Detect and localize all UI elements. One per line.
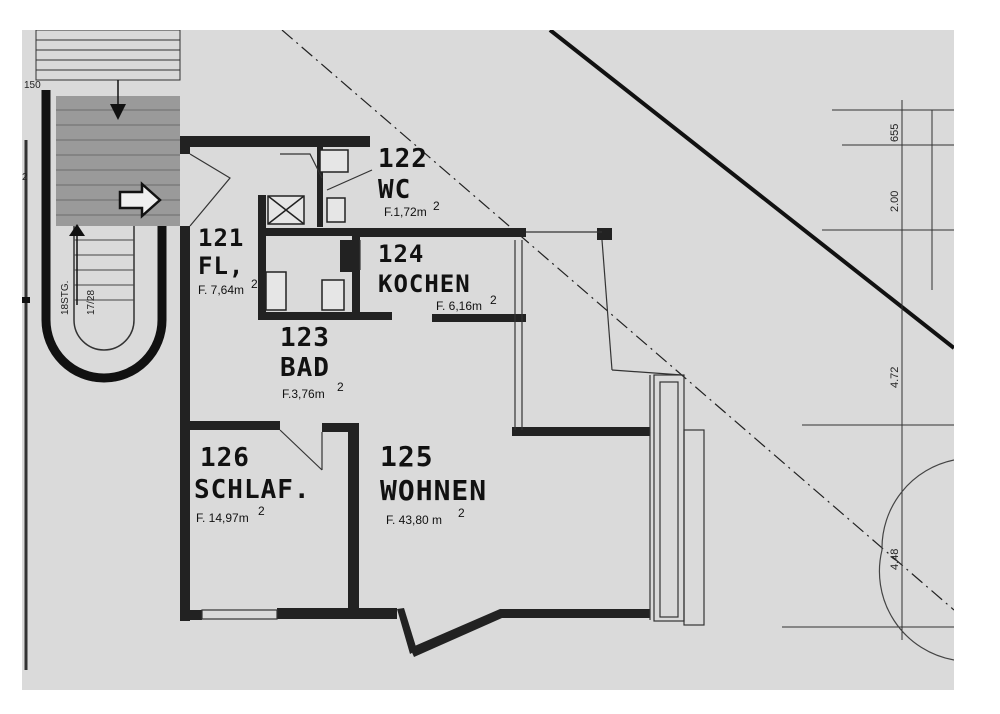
room-name: WC bbox=[378, 175, 411, 205]
stair-treads bbox=[74, 239, 134, 301]
room-area-unit: 2 bbox=[490, 293, 497, 307]
stair-inner-edge bbox=[73, 226, 135, 351]
room-number: 121 bbox=[198, 224, 244, 252]
room-area: F. 7,64m bbox=[198, 283, 244, 297]
entrance-arrow-icon bbox=[118, 181, 162, 219]
dash-dot-line bbox=[281, 30, 954, 611]
stair-outer-wall bbox=[41, 90, 167, 383]
room-area: F.3,76m bbox=[282, 387, 325, 401]
room-area: F. 43,80 m bbox=[386, 513, 442, 527]
room-area-unit: 2 bbox=[337, 380, 344, 394]
room-area: F. 14,97m bbox=[196, 511, 249, 525]
room-number: 123 bbox=[280, 323, 330, 353]
room-name: KOCHEN bbox=[378, 270, 471, 298]
room-area: F.1,72m bbox=[384, 205, 427, 219]
arrow-down-icon bbox=[110, 104, 126, 120]
edge-mark: 2 bbox=[22, 172, 28, 183]
dimension-lines bbox=[782, 100, 954, 640]
arc-line bbox=[878, 459, 954, 661]
stair-top bbox=[35, 30, 181, 81]
room-area: F. 6,16m bbox=[436, 299, 482, 313]
room-name: WOHNEN bbox=[380, 474, 487, 507]
dimension-label: 4.48 bbox=[889, 549, 901, 570]
room-area-unit: 2 bbox=[251, 277, 258, 291]
edge-mark: 150 bbox=[24, 80, 41, 91]
room-name: BAD bbox=[280, 353, 330, 383]
room-number: 125 bbox=[380, 440, 434, 473]
arrow-up-icon bbox=[69, 224, 85, 236]
wc-fixtures bbox=[267, 149, 349, 225]
bath-fixtures bbox=[265, 271, 345, 311]
room-area-unit: 2 bbox=[433, 199, 440, 213]
dimension-label: 655 bbox=[889, 124, 901, 142]
room-number: 124 bbox=[378, 240, 424, 268]
dimension-label: 4.72 bbox=[889, 367, 901, 388]
landing-hatch bbox=[56, 109, 180, 216]
room-number: 126 bbox=[200, 443, 250, 473]
room-name: SCHLAF. bbox=[194, 475, 311, 505]
floor-plan-drawing: 655 2.00 4.72 4.48 150 18STG. 1 bbox=[22, 30, 954, 690]
window-lines bbox=[201, 231, 705, 626]
stair-steps-label: 18STG. bbox=[60, 281, 71, 315]
diagonal-boundary-line bbox=[548, 30, 954, 350]
room-name: FL, bbox=[198, 252, 244, 280]
floor-plan-sheet: 655 2.00 4.72 4.48 150 18STG. 1 bbox=[22, 30, 954, 690]
room-area-unit: 2 bbox=[258, 504, 265, 518]
room-area-unit: 2 bbox=[458, 506, 465, 520]
stair-ratio-label: 17/28 bbox=[86, 290, 97, 315]
dimension-label: 2.00 bbox=[889, 191, 901, 212]
apartment-walls bbox=[180, 136, 650, 657]
room-number: 122 bbox=[378, 144, 428, 174]
